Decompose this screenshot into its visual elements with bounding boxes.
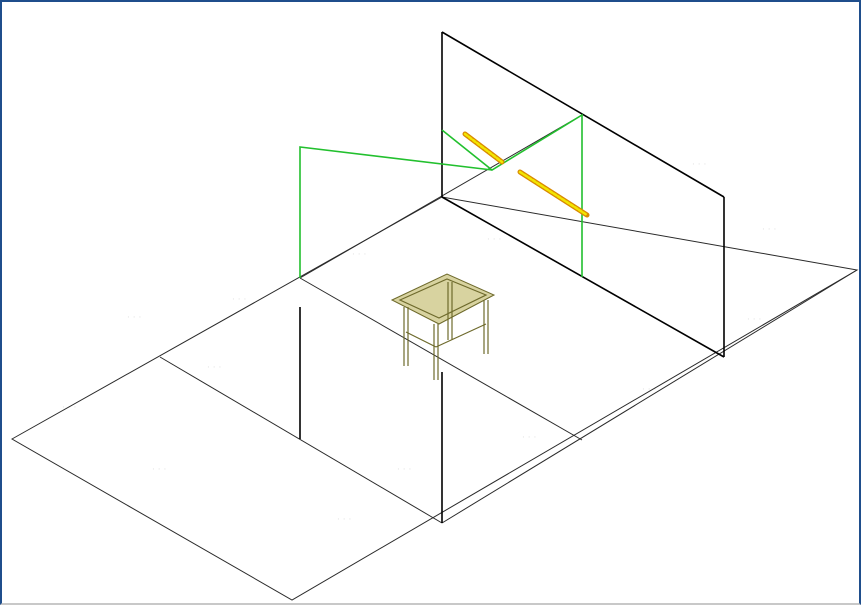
table-top-inner xyxy=(398,278,488,319)
floor-line-2 xyxy=(299,277,583,441)
svg-text:· · ·: · · · xyxy=(352,250,366,260)
svg-text:· · ·: · · · xyxy=(62,403,76,413)
yellow-segment-1-inner xyxy=(463,132,504,164)
front-wall-edge[interactable] xyxy=(299,307,443,523)
svg-text:· · ·: · · · xyxy=(747,315,761,325)
svg-text:· · ·: · · · xyxy=(207,363,221,373)
svg-text:· · ·: · · · xyxy=(337,515,351,525)
green-path-right xyxy=(441,113,583,277)
back-wall-bottom-edge xyxy=(441,196,725,358)
green-path-left xyxy=(299,146,493,278)
svg-text:· · ·: · · · xyxy=(487,235,501,245)
yellow-segment-2-inner xyxy=(518,170,589,217)
table-stretcher-2 xyxy=(435,323,487,348)
svg-text:· · ·: · · · xyxy=(642,385,656,395)
svg-text:· · ·: · · · xyxy=(692,160,706,170)
svg-text:· · ·: · · · xyxy=(127,313,141,323)
green-wireframe-path[interactable] xyxy=(299,113,583,278)
table-top xyxy=(390,273,496,325)
svg-text:· · ·: · · · xyxy=(762,225,776,235)
table-wireframe[interactable] xyxy=(390,273,496,380)
svg-text:· · ·: · · · xyxy=(397,465,411,475)
floor-line-1 xyxy=(159,356,443,524)
table-stretcher-1 xyxy=(405,331,437,348)
back-wall[interactable] xyxy=(441,31,725,358)
floor-outline xyxy=(10,196,859,601)
svg-text:· · ·: · · · xyxy=(232,295,246,305)
yellow-linear-object[interactable] xyxy=(462,131,590,218)
floor-cross-2 xyxy=(441,269,858,524)
svg-text:· · ·: · · · xyxy=(522,433,536,443)
ghost-annotations: · · · · · · · · · · · · · · · · · · · · … xyxy=(62,160,776,525)
back-wall-top-edge xyxy=(441,31,725,198)
svg-text:· · ·: · · · xyxy=(152,465,166,475)
floor-cross-1 xyxy=(299,114,583,279)
